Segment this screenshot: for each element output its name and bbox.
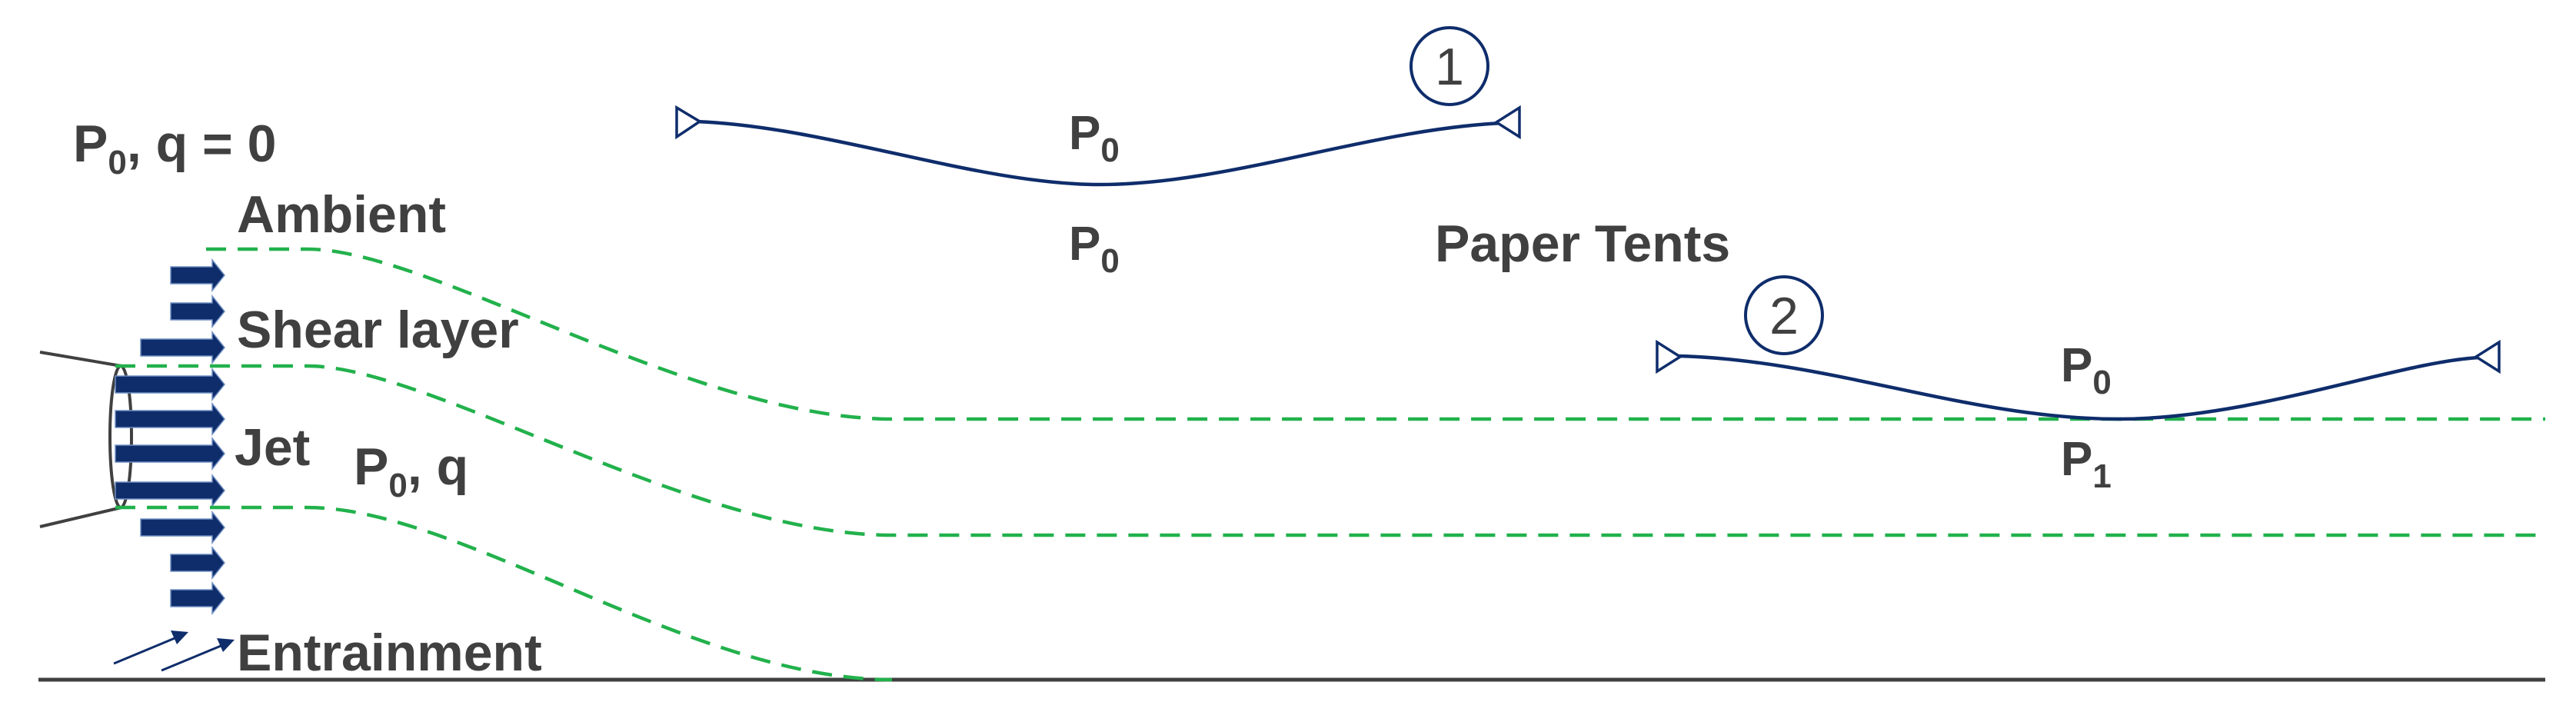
- lower-shear-boundary: [115, 505, 893, 682]
- outer-shear-boundary: [206, 247, 2545, 421]
- tent-1-number-circle: [1409, 26, 1489, 106]
- ambient-label: Ambient: [237, 185, 446, 244]
- tent-2-below-pressure: P1: [2061, 433, 2112, 495]
- jet-boundaries: [115, 247, 2545, 682]
- paper-tent-2: 2 P0 P1: [1656, 275, 2501, 495]
- velocity-arrow-1: [170, 258, 225, 293]
- tent-2-above-pressure: P0: [2061, 339, 2112, 401]
- velocity-arrow-8: [140, 510, 225, 545]
- velocity-arrow-9: [170, 545, 225, 581]
- velocity-arrow-7: [115, 473, 225, 508]
- tent-2-right-end: [2473, 339, 2501, 374]
- tent-2-left-end: [1656, 339, 1683, 374]
- jet-core-boundary: [115, 364, 2545, 537]
- tent-2-paper: [1677, 354, 2481, 421]
- velocity-arrow-6: [115, 436, 225, 471]
- tent-1-below-pressure: P0: [1069, 218, 1120, 280]
- shear-layer-label: Shear layer: [237, 301, 519, 359]
- ambient-conditions-label: P0, q = 0: [73, 115, 276, 181]
- jet-conditions-label: P0, q: [354, 438, 468, 504]
- velocity-profile-arrows: [115, 258, 225, 616]
- velocity-arrow-3: [140, 330, 225, 365]
- tent-1-paper: [695, 119, 1504, 187]
- jet-label: Jet: [235, 418, 310, 477]
- velocity-arrow-2: [170, 294, 225, 329]
- paper-tents-label: Paper Tents: [1435, 215, 1730, 273]
- velocity-arrow-5: [115, 401, 225, 437]
- tent-2-number-circle: [1744, 275, 1824, 355]
- tent-2-number: 2: [1769, 287, 1799, 345]
- tent-1-right-end: [1493, 105, 1521, 140]
- tent-1-above-pressure: P0: [1069, 107, 1120, 169]
- tent-1-number: 1: [1435, 38, 1464, 96]
- velocity-arrow-4: [115, 367, 225, 402]
- velocity-arrow-10: [170, 581, 225, 616]
- entrainment-arrows: [113, 630, 235, 672]
- tent-1-left-end: [675, 105, 703, 140]
- entrainment-label: Entrainment: [237, 624, 542, 682]
- paper-tent-1: 1 P0 P0: [675, 26, 1521, 280]
